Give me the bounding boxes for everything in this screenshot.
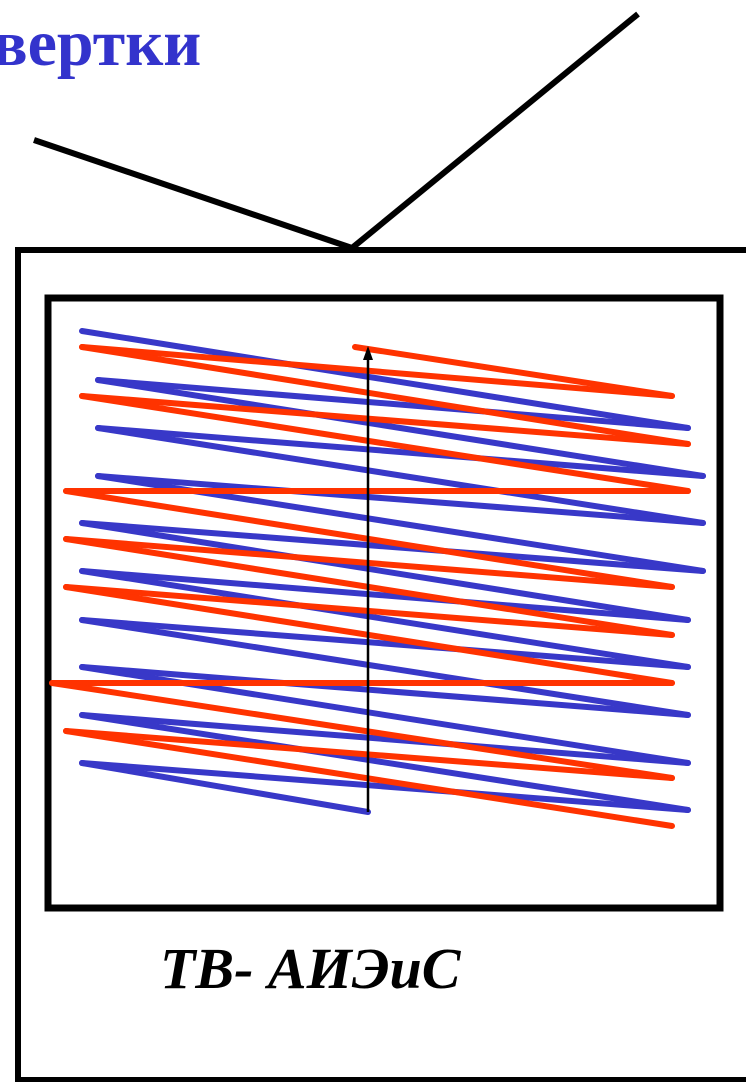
even-scan-active-line [79,344,691,447]
tv-screen-frame [44,294,724,912]
even-scan-active-line [49,680,675,781]
odd-scan-retrace-line [79,760,691,813]
odd-scan-active-line [79,568,691,670]
odd-scan-active-line [79,328,691,431]
odd-scan-retrace-line [79,712,691,766]
tv-set-body [15,247,746,1082]
odd-scan-retrace-line [95,473,706,526]
odd-scan-retrace-line [95,425,706,479]
odd-scan-retrace-line [79,617,691,670]
retrace-arrowhead [363,346,373,360]
odd-scan-active-line [79,760,371,815]
odd-scan-active-line [79,712,691,813]
odd-scan-retrace-line [79,520,706,574]
odd-scan-active-line [95,425,706,526]
even-scan-retrace-line [79,344,675,399]
odd-scan-retrace-line [79,664,691,718]
vertical-retrace [363,346,373,812]
odd-scan-retrace-line [79,568,691,623]
even-scan-active-line [79,393,691,494]
odd-scan-active-line [79,520,691,623]
odd-scan-retrace-line [95,377,691,431]
odd-scan-active-line [95,377,706,479]
even-scan-active-line [352,344,675,399]
even-scan-retrace-line [79,393,691,447]
slide-title: вертки [0,7,202,80]
antenna-right-rod [350,11,640,251]
antenna-left-rod [33,137,353,251]
tv-caption: ТВ- АИЭиС [160,936,461,1001]
odd-scan-active-line [79,617,691,718]
